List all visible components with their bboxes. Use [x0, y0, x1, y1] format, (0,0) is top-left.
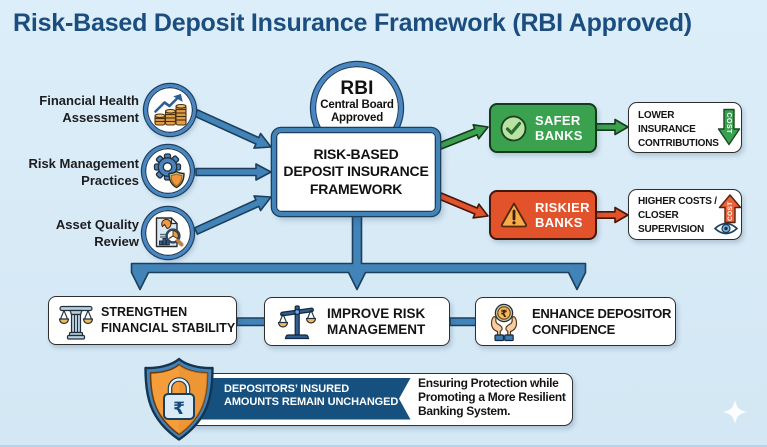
financial-health-circle [144, 84, 196, 136]
eye-icon [714, 222, 738, 235]
outcomes-safer-line2-text: BANKS [535, 128, 583, 143]
higher-costs-label: HIGHER COSTS / CLOSER SUPERVISION [638, 195, 717, 236]
risk-management-circle [142, 145, 194, 197]
footer-note-line2-text: Promoting a More Resilient [418, 389, 566, 404]
outcomes-safer-line1-text: SAFER [535, 112, 581, 128]
footer-banner-line2-text: AMOUNTS REMAIN UNCHANGED [224, 395, 399, 408]
connector-benefit-1-2 [236, 317, 266, 327]
arrow-to-riskier [437, 192, 489, 219]
balance-scale-icon [277, 304, 317, 339]
page-title: Risk-Based Deposit Insurance Framework (… [13, 9, 692, 37]
inputs-items-1-line1-text: Risk Management [28, 156, 139, 171]
cost-down-arrow-label: COST [725, 113, 732, 135]
shield-rupee-symbol: ₹ [173, 399, 185, 419]
rbi-badge-title: RBI [340, 78, 374, 99]
benefits-items-2-line2-text: CONFIDENCE [532, 321, 615, 337]
coin-rupee-symbol: ₹ [501, 308, 508, 319]
cost-up-arrow-icon: COST [718, 194, 742, 224]
footer-note-line3-text: Banking System. [418, 403, 511, 418]
outcomes-riskier-line1-text: RISKIER [535, 199, 590, 215]
lower-contributions-box: LOWER INSURANCE CONTRIBUTIONS COST [628, 102, 742, 153]
footer-note-line1-text: Ensuring Protection while [418, 376, 559, 390]
outcomes-safer-result-line2-text: INSURANCE [638, 123, 696, 135]
footer-banner-line1-text: DEPOSITORS’ INSURED [224, 383, 350, 395]
center-box-line2-text: DEPOSIT INSURANCE [283, 163, 429, 180]
center-badge-line2-text: Central Board [320, 99, 394, 111]
inputs-items-0-line2-text: Assessment [62, 109, 139, 125]
outcomes-riskier-line2-text: BANKS [535, 215, 583, 230]
inputs-items-2-line1-text: Asset Quality [55, 217, 139, 232]
shield-lock-icon: ₹ [144, 357, 214, 441]
center-box-line1-text: RISK-BASED [313, 145, 399, 162]
benefits-items-0-line1-text: STRENGTHEN [101, 305, 188, 319]
pillar-scales-icon [58, 305, 94, 340]
center-box-line3-text: FRAMEWORK [309, 180, 403, 197]
benefits-items-1-line2-text: MANAGEMENT [327, 321, 426, 337]
asset-quality-circle [142, 207, 194, 259]
cost-up-arrow-label: COST [727, 201, 734, 221]
outcomes-riskier-result-line1-text: HIGHER COSTS / [638, 196, 717, 207]
higher-costs-box: HIGHER COSTS / CLOSER SUPERVISION COST [628, 189, 742, 240]
benefits-items-0-line2-text: FINANCIAL STABILITY [101, 320, 236, 335]
footer-note: Ensuring Protection while Promoting a Mo… [418, 376, 566, 418]
outcomes-safer-result-line1-text: LOWER [638, 110, 675, 121]
inputs-items-0-line1-text: Financial Health [39, 93, 139, 108]
inputs-items-1-line2-text: Practices [81, 172, 139, 188]
arrow-to-safer [437, 124, 489, 150]
center-badge-line3-text: Approved [330, 112, 384, 124]
warning-icon [500, 202, 528, 228]
inputs-items-2-line2-text: Review [94, 233, 139, 249]
gear-shield-icon [153, 153, 185, 189]
arrow-safer-result [595, 118, 629, 136]
arrow-asset-quality [193, 195, 272, 235]
outcomes-riskier-result-line3-text: SUPERVISION [638, 223, 704, 235]
hands-coin-icon: ₹ [490, 303, 518, 341]
document-review-icon [155, 217, 184, 248]
framework-box: RISK-BASED DEPOSIT INSURANCE FRAMEWORK [272, 128, 440, 216]
coins-growth-icon [154, 93, 187, 126]
sparkle-decoration [723, 400, 747, 424]
outcomes-safer-result-line3-text: CONTRIBUTIONS [638, 137, 719, 149]
check-icon [500, 115, 527, 142]
benefits-items-1-line1-text: IMPROVE RISK [327, 305, 426, 321]
arrow-riskier-result [595, 206, 629, 224]
connector-benefit-2-3 [449, 317, 477, 327]
cost-down-arrow-icon: COST [717, 108, 741, 146]
outcomes-riskier-result-line2-text: CLOSER [638, 209, 679, 221]
arrow-financial-health [193, 109, 272, 149]
lower-contributions-label: LOWER INSURANCE CONTRIBUTIONS [638, 109, 719, 150]
arrow-risk-management [195, 163, 272, 181]
benefits-items-2-line1-text: ENHANCE DEPOSITOR [532, 305, 672, 321]
